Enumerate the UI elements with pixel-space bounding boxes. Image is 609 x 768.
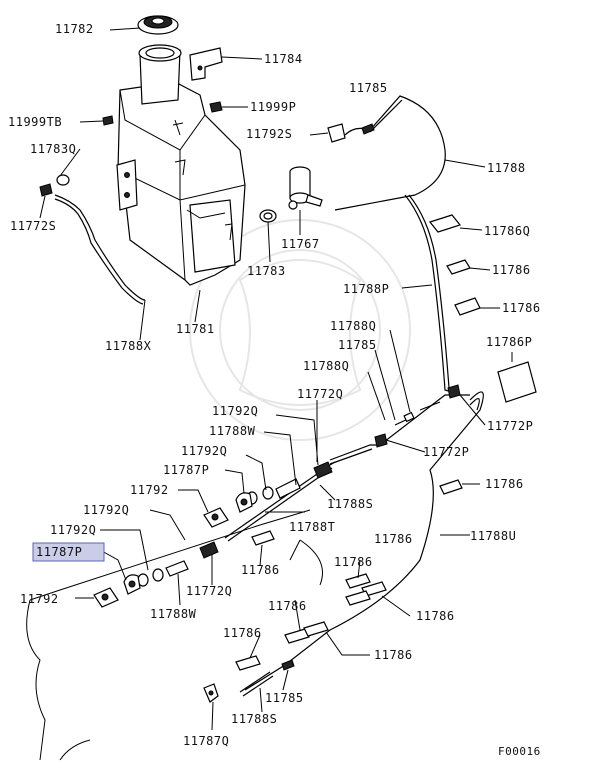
label-11786-g[interactable]: 11786 [268, 599, 307, 613]
label-11786-h[interactable]: 11786 [416, 609, 455, 623]
label-11788s[interactable]: 11788S [327, 497, 373, 511]
connector-11772q-lower[interactable] [199, 541, 219, 559]
label-11788p[interactable]: 11788P [343, 282, 389, 296]
label-11999p[interactable]: 11999P [250, 100, 296, 114]
hose-11788x[interactable] [54, 194, 146, 301]
label-11792q-b[interactable]: 11792Q [181, 444, 227, 458]
bracket[interactable] [189, 47, 223, 81]
label-11786q[interactable]: 11786Q [484, 224, 530, 238]
label-11772p-b[interactable]: 11772P [423, 445, 469, 459]
label-11781[interactable]: 11781 [176, 322, 215, 336]
nozzle-11787p-lower[interactable] [123, 574, 141, 595]
part-labels: 11782 11784 11999TB 11999P 11785 11792S … [8, 22, 541, 758]
label-11786-b[interactable]: 11786 [502, 301, 541, 315]
tape-pads-11786[interactable] [235, 214, 537, 671]
label-11788w-upper[interactable]: 11788W [209, 424, 256, 438]
diagram-code: F00016 [498, 745, 541, 758]
label-11786-a[interactable]: 11786 [492, 263, 531, 277]
leader-lines [39, 27, 513, 731]
label-11788q-a[interactable]: 11788Q [330, 319, 376, 333]
label-11788s-lower[interactable]: 11788S [231, 712, 277, 726]
highlight-11787p [32, 542, 105, 562]
label-11786p[interactable]: 11786P [486, 335, 532, 349]
label-11792s[interactable]: 11792S [246, 127, 292, 141]
label-11792q-a[interactable]: 11792Q [212, 404, 258, 418]
bolt-11999p[interactable] [209, 101, 223, 113]
washer-tank[interactable] [116, 81, 246, 286]
filler-cap[interactable] [137, 15, 179, 35]
label-11788x[interactable]: 11788X [105, 339, 152, 353]
hose-11788s-lower[interactable] [239, 671, 271, 693]
bolt-11999tb[interactable] [102, 115, 114, 126]
label-11772q-lower[interactable]: 11772Q [186, 584, 232, 598]
label-11788q-b[interactable]: 11788Q [303, 359, 349, 373]
label-11999tb[interactable]: 11999TB [8, 115, 62, 129]
label-11788t[interactable]: 11788T [289, 520, 335, 534]
joint-11792s[interactable] [327, 123, 346, 143]
label-11785-lower[interactable]: 11785 [265, 691, 304, 705]
label-11792q-d[interactable]: 11792Q [50, 523, 96, 537]
label-11788u[interactable]: 11788U [470, 529, 516, 543]
hose-11788[interactable] [334, 95, 446, 211]
label-11786-d[interactable]: 11786 [374, 532, 413, 546]
label-11787p-a[interactable]: 11787P [163, 463, 209, 477]
joint-11785-lower[interactable] [281, 659, 295, 671]
label-11787p-highlighted[interactable]: 11787P [36, 545, 82, 559]
body-panel-outline [26, 509, 323, 761]
label-11772p-a[interactable]: 11772P [487, 419, 533, 433]
label-11772q-upper[interactable]: 11772Q [297, 387, 343, 401]
nozzle-11787q[interactable] [203, 683, 219, 703]
hose-11788w-lower[interactable] [165, 560, 189, 577]
hose-11788p[interactable] [404, 194, 453, 393]
cover-11792-lower[interactable] [93, 587, 119, 608]
label-11783[interactable]: 11783 [247, 264, 286, 278]
hose-11788u[interactable] [244, 391, 484, 691]
connector-11772q-upper[interactable] [313, 461, 333, 479]
tee-11772p[interactable] [374, 384, 461, 448]
label-11786-e[interactable]: 11786 [334, 555, 373, 569]
connector-11772s[interactable] [39, 183, 53, 197]
label-11785-upper[interactable]: 11785 [349, 81, 388, 95]
hose-11788w-upper[interactable] [275, 478, 301, 499]
label-11792-b[interactable]: 11792 [20, 592, 59, 606]
label-11784[interactable]: 11784 [264, 52, 303, 66]
label-11767[interactable]: 11767 [281, 237, 320, 251]
label-11786-j[interactable]: 11786 [374, 648, 413, 662]
filler-neck [138, 44, 182, 105]
label-11786-c[interactable]: 11786 [485, 477, 524, 491]
label-11783q[interactable]: 11783Q [30, 142, 76, 156]
cover-11792-upper[interactable] [203, 507, 229, 528]
nozzle-11787p-upper[interactable] [235, 492, 253, 513]
label-11785-mid[interactable]: 11785 [338, 338, 377, 352]
grommet-11783[interactable] [259, 209, 277, 223]
grommet-11783q[interactable] [56, 174, 70, 186]
washer-pump[interactable] [288, 166, 323, 210]
label-11792-a[interactable]: 11792 [130, 483, 169, 497]
label-11792q-c[interactable]: 11792Q [83, 503, 129, 517]
label-11788[interactable]: 11788 [487, 161, 526, 175]
label-11772s[interactable]: 11772S [10, 219, 56, 233]
label-11787q[interactable]: 11787Q [183, 734, 229, 748]
label-11788w-lower[interactable]: 11788W [150, 607, 197, 621]
label-11786-f[interactable]: 11786 [241, 563, 280, 577]
label-11782[interactable]: 11782 [55, 22, 94, 36]
hose-11788t[interactable] [224, 461, 336, 539]
label-11786-i[interactable]: 11786 [223, 626, 262, 640]
